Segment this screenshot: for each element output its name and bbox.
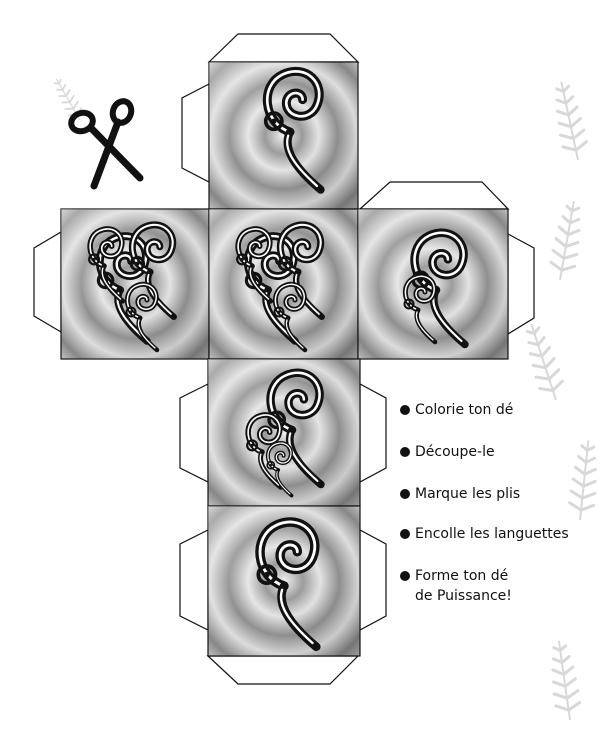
glue-tab [206, 655, 360, 685]
instruction-step: Découpe-le [399, 442, 495, 462]
dice-face-left [60, 208, 210, 360]
instruction-text: Encolle les languettes [415, 526, 569, 542]
bullet-icon [400, 405, 410, 415]
glue-tabs [33, 33, 535, 685]
instruction-step: Colorie ton dé [399, 400, 513, 420]
dice-face-bottom [207, 505, 361, 657]
scissors-icon [68, 98, 144, 190]
dice-face-right [357, 208, 509, 360]
instruction-text: Découpe-le [415, 444, 495, 460]
instruction-text: Colorie ton dé [415, 402, 514, 418]
bullet-icon [400, 489, 410, 499]
glue-tab [359, 528, 387, 632]
dice-faces [60, 61, 509, 657]
instruction-text: Forme ton dé de Puissance! [415, 568, 512, 604]
bullet-icon [400, 529, 410, 539]
glue-tab [507, 232, 535, 336]
dice-face-top [208, 61, 359, 210]
dice-face-lower [207, 358, 361, 507]
glue-tab [179, 529, 209, 631]
instruction-step: Forme ton dé de Puissance! [399, 566, 512, 606]
bullet-icon [400, 571, 410, 581]
glue-tab [358, 181, 510, 210]
glue-tab [359, 382, 387, 484]
glue-tab [207, 33, 360, 63]
glue-tab [181, 83, 210, 183]
instruction-text: Marque les plis [415, 486, 521, 502]
glue-tab [179, 383, 209, 483]
instruction-step: Marque les plis [399, 484, 520, 504]
glue-tab [33, 230, 62, 334]
instruction-step: Encolle les languettes [399, 524, 569, 544]
dice-face-center [208, 208, 359, 360]
bullet-icon [400, 447, 410, 457]
